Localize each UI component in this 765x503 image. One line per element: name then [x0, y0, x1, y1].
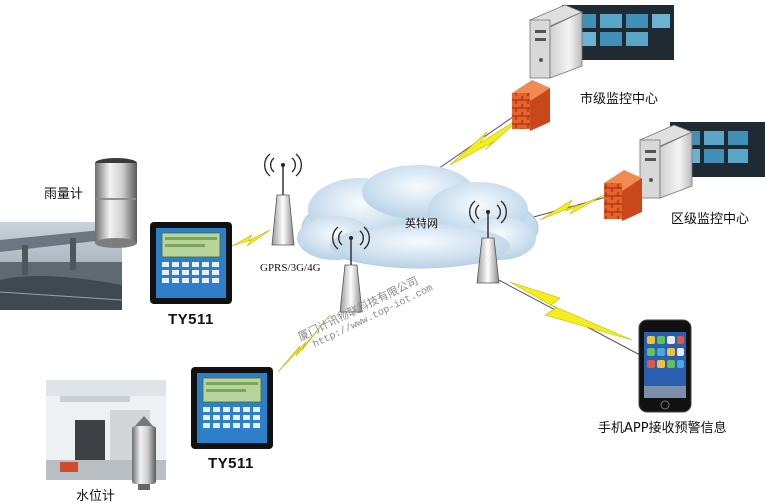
device-label-2: TY511 [208, 455, 254, 472]
lightning-icon [539, 194, 605, 221]
district-monitor-center-label: 区级监控中心 [671, 212, 750, 227]
water-level-meter-label: 水位计 [76, 489, 116, 503]
internet-cloud [297, 165, 539, 269]
firewall-icon [604, 170, 642, 221]
firewall-icon [512, 80, 550, 131]
lightning-icon [509, 281, 633, 341]
antenna-icon [264, 153, 302, 246]
water-level-probe-icon [132, 416, 156, 490]
lightning-icon [231, 229, 271, 247]
lightning-icon [277, 314, 331, 373]
network-type-label: GPRS/3G/4G [260, 262, 321, 274]
cloud-label: 英特网 [405, 217, 438, 230]
district-monitor-center-icon [638, 122, 765, 199]
ty511-device [150, 222, 232, 304]
antenna-icon [332, 226, 370, 313]
antenna-icon [469, 200, 507, 284]
ty511-device [191, 367, 273, 449]
link-line-cloud-to-district [529, 195, 611, 219]
device-label-1: TY511 [168, 311, 214, 328]
city-monitor-center-icon [528, 4, 674, 79]
mobile-app-label: 手机APP接收预警信息 [598, 421, 727, 436]
rain-gauge-label: 雨量计 [44, 187, 84, 202]
mobile-phone-icon [638, 319, 692, 413]
city-monitor-center-label: 市级监控中心 [580, 92, 659, 107]
rain-gauge-icon [95, 158, 137, 248]
